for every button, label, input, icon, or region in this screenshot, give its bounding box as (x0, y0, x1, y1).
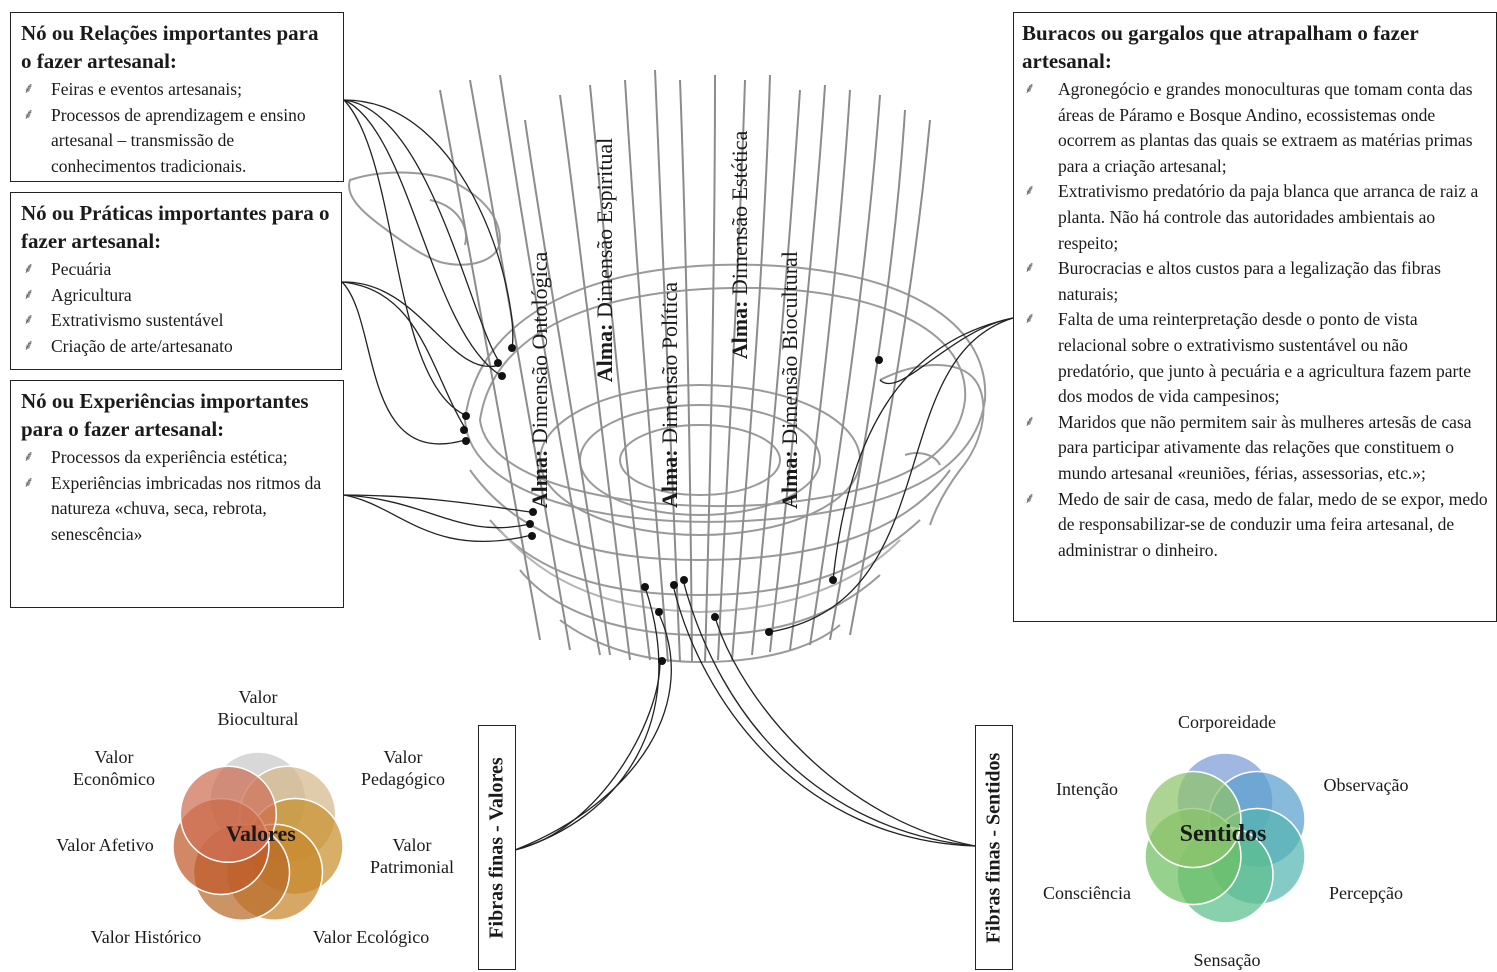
connector-dots (460, 344, 883, 665)
valor-afetivo-label: Valor Afetivo (56, 835, 154, 855)
list-item: ⸙ Criação de arte/artesanato (21, 334, 331, 360)
alma-dimension-text: Dimensão Estética (727, 130, 752, 296)
alma-dimension-text: Dimensão Política (657, 281, 682, 444)
valor-economico-label: Valor Econômico (73, 747, 155, 789)
praticas-box: Nó ou Práticas importantes para o fazer … (10, 192, 342, 370)
basket-stakes (439, 69, 931, 663)
plant-sprig-icon: ⸙ (23, 449, 35, 465)
list-item-text: Pecuária (51, 259, 112, 279)
plant-sprig-icon: ⸙ (1024, 260, 1036, 277)
list-item: ⸙ Processos de aprendizagem e ensino arte… (21, 103, 333, 180)
list-item-text: Processos da experiência estética; (51, 447, 288, 467)
plant-sprig-icon: ⸙ (23, 106, 35, 123)
connector-lines (341, 99, 1014, 851)
plant-sprig-icon: ⸙ (23, 81, 35, 97)
observacao-label: Observação (1323, 775, 1409, 795)
list-item-text: Feiras e eventos artesanais; (51, 79, 242, 99)
list-item: ⸙ Pecuária (21, 257, 331, 283)
relacoes-list: ⸙ Feiras e eventos artesanais; ⸙ Processos… (21, 77, 333, 179)
list-item-text: Agricultura (51, 284, 132, 305)
valor-pedagogico-label: Valor Pedagógico (361, 747, 445, 789)
relacoes-box: Nó ou Relações importantes para o fazer … (10, 12, 344, 182)
list-item: ⸙ Agricultura (21, 283, 331, 309)
alma-prefix: Alma: (592, 323, 617, 383)
list-item-text: Falta de uma reinterpretação desde o pon… (1058, 309, 1471, 407)
experiencias-title: Nó ou Experiências importantes para o fa… (21, 389, 309, 441)
consciencia-label: Consciência (1043, 883, 1131, 903)
plant-sprig-icon: ⸙ (1024, 490, 1036, 507)
fibras-valores-label: Fibras finas - Valores (478, 725, 516, 970)
list-item: ⸙ Medo de sair de casa, medo de falar, me… (1022, 487, 1488, 564)
plant-sprig-icon: ⸙ (23, 286, 35, 303)
list-item-text: Burocracias e altos custos para a legali… (1058, 258, 1441, 304)
buracos-title: Buracos ou gargalos que atrapalham o faz… (1022, 21, 1419, 73)
experiencias-list: ⸙ Processos da experiência estética; ⸙ Exp… (21, 445, 333, 547)
fibras-valores-text: Fibras finas - Valores (485, 756, 508, 939)
valor-biocultural-label: Valor Biocultural (217, 687, 299, 729)
plant-sprig-icon: ⸙ (1024, 311, 1036, 328)
relacoes-title: Nó ou Relações importantes para o fazer … (21, 21, 319, 73)
sentidos-center-label: Sentidos (1179, 821, 1267, 847)
sensacao-label: Sensação (1193, 950, 1261, 970)
list-item: ⸙ Extrativismo sustentável (21, 308, 331, 334)
buracos-box: Buracos ou gargalos que atrapalham o faz… (1013, 12, 1497, 622)
valor-historico-label: Valor Histórico (90, 927, 202, 947)
corporeidade-label: Corporeidade (1178, 712, 1276, 732)
fibras-sentidos-text: Fibras finas - Sentidos (982, 752, 1005, 943)
alma-prefix: Alma: (657, 449, 682, 509)
valor-patrimonial-label: Valor Patrimonial (370, 835, 454, 877)
list-item: ⸙ Falta de uma reinterpretação desde o po… (1022, 307, 1488, 409)
alma-label-politica: Alma: Dimensão Política (650, 260, 690, 530)
plant-sprig-icon: ⸙ (1024, 81, 1036, 97)
alma-label-espiritual: Alma: Dimensão Espiritual (585, 110, 625, 410)
valor-ecologico-label: Valor Ecológico (312, 927, 430, 947)
alma-prefix: Alma: (777, 450, 802, 509)
alma-prefix: Alma: (727, 300, 752, 360)
list-item: ⸙ Extrativismo predatório da paja blanca … (1022, 179, 1488, 256)
sentidos-circle-5 (1144, 770, 1242, 869)
list-item: ⸙ Burocracias e altos custos para a legal… (1022, 256, 1488, 307)
experiencias-box: Nó ou Experiências importantes para o fa… (10, 380, 344, 608)
fibras-sentidos-label: Fibras finas - Sentidos (975, 725, 1013, 970)
praticas-title: Nó ou Práticas importantes para o fazer … (21, 201, 330, 253)
buracos-list: ⸙ Agronegócio e grandes monoculturas que … (1022, 77, 1488, 563)
plant-sprig-icon: ⸙ (1024, 413, 1036, 430)
valores-venn (172, 751, 344, 921)
sentidos-venn (1144, 752, 1306, 924)
list-item-text: Experiências imbricadas nos ritmos da na… (51, 472, 322, 544)
alma-label-ontologica: Alma: Dimensão Ontológica (520, 220, 560, 540)
alma-dimension-text: Dimensão Biocultural (777, 251, 802, 445)
list-item-text: Agronegócio e grandes monoculturas que t… (1058, 79, 1473, 176)
alma-prefix: Alma: (527, 449, 552, 509)
alma-dimension-text: Dimensão Espiritual (592, 137, 617, 319)
list-item-text: Processos de aprendizagem e ensino artes… (51, 104, 306, 176)
list-item-text: Extrativismo predatório da paja blanca q… (1058, 181, 1479, 253)
list-item-text: Medo de sair de casa, medo de falar, med… (1058, 488, 1488, 560)
valores-center-label: Valores (226, 821, 296, 846)
alma-label-biocultural: Alma: Dimensão Biocultural (770, 225, 810, 535)
plant-sprig-icon: ⸙ (23, 312, 35, 328)
praticas-list: ⸙ Pecuária ⸙ Agricultura ⸙ Extrativismo sus… (21, 257, 331, 359)
list-item: ⸙ Processos da experiência estética; (21, 445, 333, 471)
plant-sprig-icon: ⸙ (23, 261, 35, 277)
valores-circle-6 (179, 765, 278, 864)
plant-sprig-icon: ⸙ (23, 337, 35, 354)
plant-sprig-icon: ⸙ (1024, 183, 1036, 200)
list-item-text: Extrativismo sustentável (51, 310, 224, 330)
list-item: ⸙ Feiras e eventos artesanais; (21, 77, 333, 103)
alma-dimension-text: Dimensão Ontológica (527, 251, 552, 445)
list-item-text: Maridos que não permitem sair às mulhere… (1058, 411, 1472, 483)
list-item: ⸙ Experiências imbricadas nos ritmos da n… (21, 471, 333, 548)
plant-sprig-icon: ⸙ (23, 474, 35, 491)
list-item: ⸙ Agronegócio e grandes monoculturas que … (1022, 77, 1488, 179)
list-item-text: Criação de arte/artesanato (51, 335, 233, 356)
intencao-label: Intenção (1056, 779, 1118, 799)
alma-label-estetica: Alma: Dimensão Estética (720, 105, 760, 385)
percepcao-label: Percepção (1329, 883, 1403, 903)
list-item: ⸙ Maridos que não permitem sair às mulher… (1022, 410, 1488, 487)
